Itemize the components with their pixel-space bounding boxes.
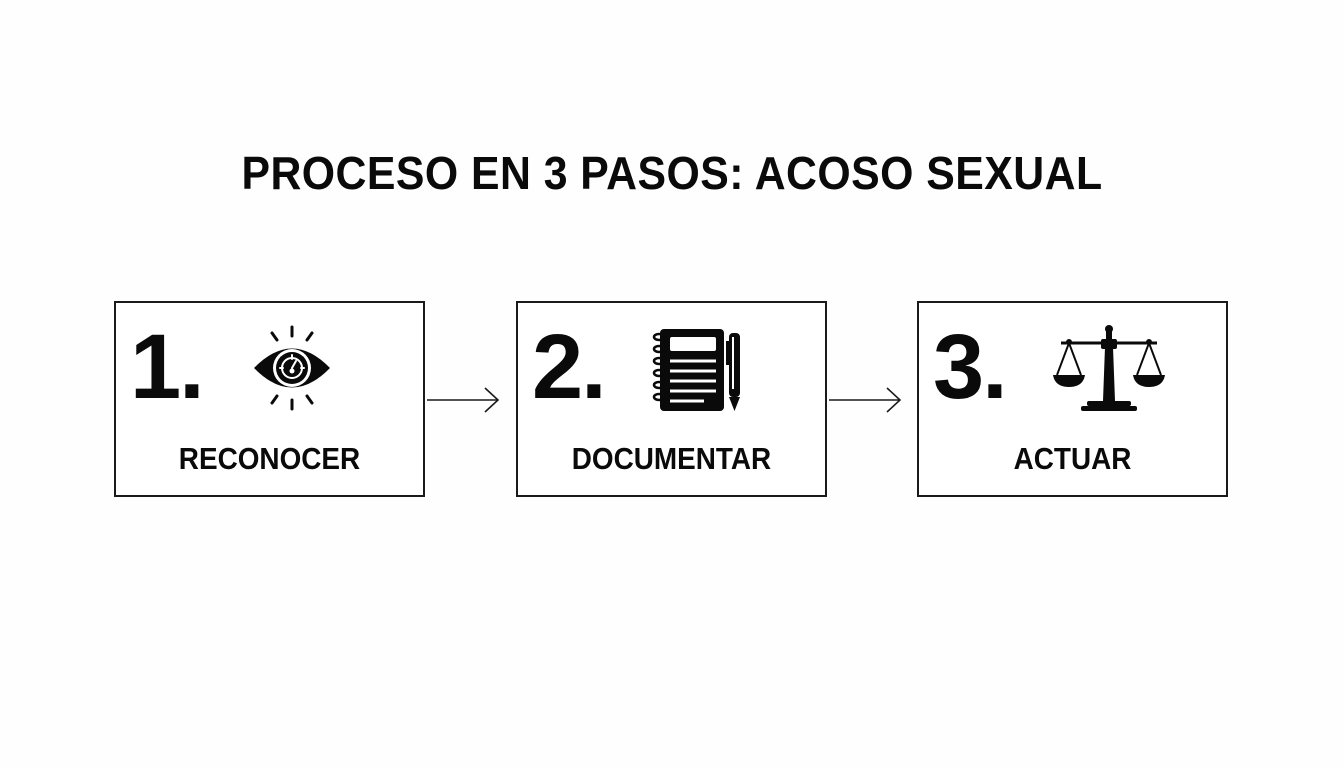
arrow-right-icon [829, 387, 902, 413]
scales-icon [1053, 325, 1165, 411]
step-label: RECONOCER [178, 441, 361, 476]
step-box-act: 3. ACTUAR [917, 301, 1228, 497]
arrow-right-icon [427, 387, 500, 413]
step-box-document: 2. DOCUMENTAR [516, 301, 827, 497]
step-box-recognize: 1. RECONOCER [114, 301, 425, 497]
step-number: 3. [933, 316, 1008, 418]
notebook-pen-icon [652, 329, 740, 411]
step-label: ACTUAR [1013, 441, 1132, 476]
step-label: DOCUMENTAR [571, 441, 772, 476]
diagram-title: PROCESO EN 3 PASOS: ACOSO SEXUAL [241, 147, 1103, 199]
step-number: 1. [130, 316, 205, 418]
eye-icon [254, 325, 330, 411]
step-number: 2. [532, 316, 607, 418]
